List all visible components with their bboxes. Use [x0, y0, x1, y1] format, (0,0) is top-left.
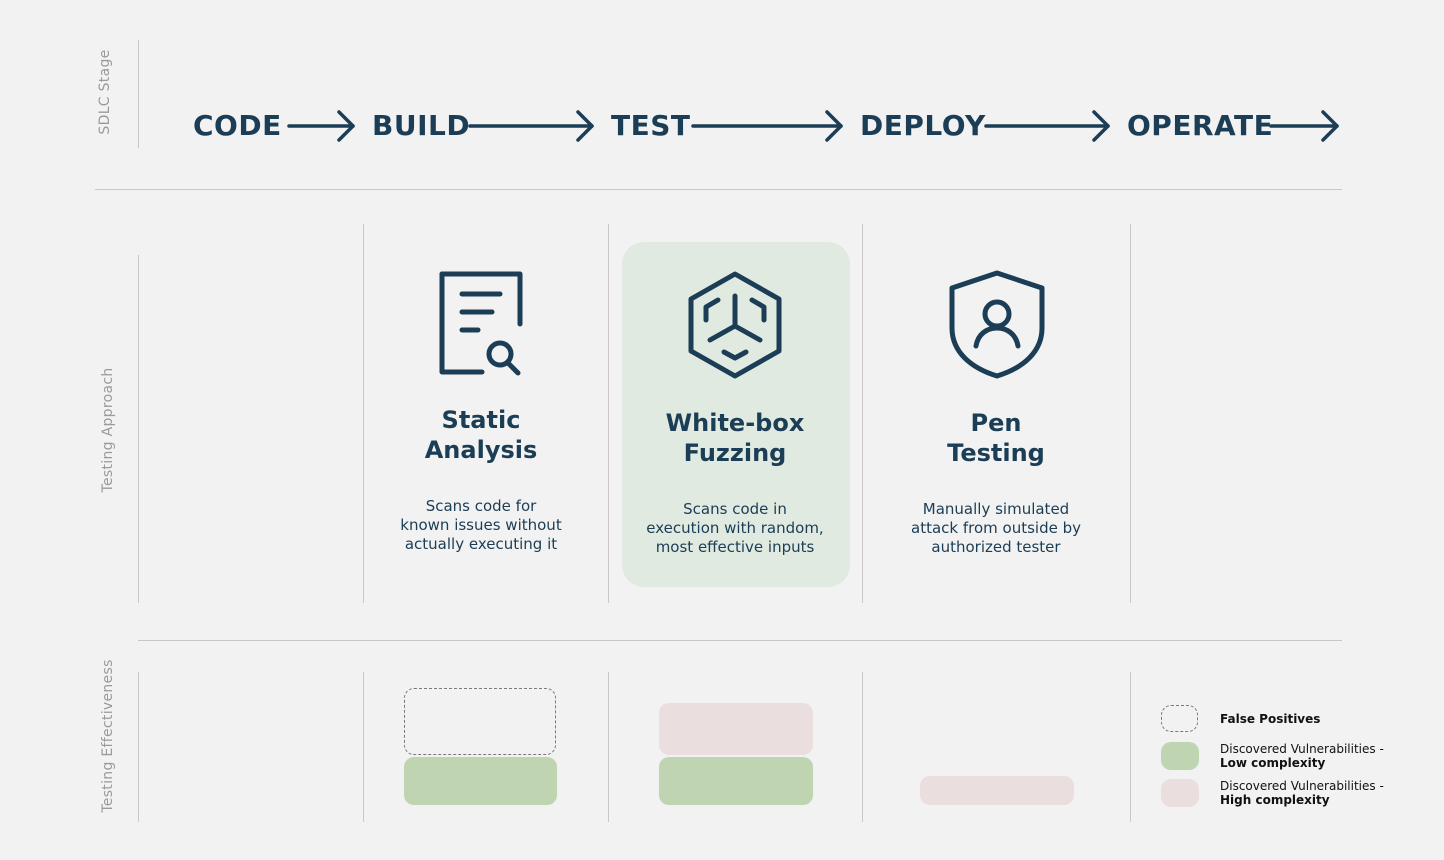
divider-effect-col-3: [862, 672, 863, 822]
legend-text-bold: High complexity: [1220, 793, 1330, 807]
approach-desc-line: Manually simulated: [922, 500, 1070, 518]
legend-swatch-low-complexity: [1161, 742, 1199, 770]
divider-effect-label: [138, 672, 139, 822]
stage-test: TEST: [611, 109, 691, 142]
approach-title-line: Testing: [947, 439, 1045, 467]
row-label-testing-effectiveness: Testing Effectiveness: [100, 659, 116, 813]
stage-build: BUILD: [372, 109, 471, 142]
approach-title-line: Analysis: [424, 436, 538, 464]
legend-swatch-high-complexity: [1161, 779, 1199, 807]
stage-deploy: DEPLOY: [860, 109, 986, 142]
approach-title-line: White-box: [665, 409, 805, 437]
approach-desc-white-box-fuzzing: Scans code in execution with random, mos…: [615, 500, 855, 557]
stage-operate: OPERATE: [1127, 109, 1274, 142]
fuzzing-low-complexity-bar: [659, 757, 813, 805]
legend-text: Discovered Vulnerabilities -: [1220, 779, 1384, 793]
legend-label-high-complexity: Discovered Vulnerabilities - High comple…: [1220, 779, 1384, 807]
legend-label-low-complexity: Discovered Vulnerabilities - Low complex…: [1220, 742, 1384, 770]
approach-title-white-box-fuzzing: White-box Fuzzing: [615, 408, 855, 468]
divider-col-3: [862, 224, 863, 603]
shield-user-icon: [949, 270, 1045, 379]
approach-title-line: Static: [441, 406, 521, 434]
row-label-sdlc-stage: SDLC Stage: [97, 49, 113, 135]
legend-text: Discovered Vulnerabilities -: [1220, 742, 1384, 756]
divider-effect-col-2: [608, 672, 609, 822]
document-search-icon: [439, 271, 523, 376]
approach-desc-line: actually executing it: [404, 535, 558, 553]
legend-text-bold: Low complexity: [1220, 756, 1326, 770]
approach-desc-line: most effective inputs: [655, 538, 815, 556]
divider-middle: [138, 640, 1342, 641]
divider-col-2: [608, 224, 609, 603]
approach-title-line: Fuzzing: [683, 439, 787, 467]
divider-effect-col-1: [363, 672, 364, 822]
divider-col-4: [1130, 224, 1131, 603]
arrow-right-icon: [468, 110, 594, 142]
approach-desc-line: execution with random,: [646, 519, 824, 537]
approach-desc-line: attack from outside by: [911, 519, 1081, 537]
divider-top: [95, 189, 1342, 190]
approach-desc-line: authorized tester: [931, 538, 1061, 556]
approach-desc-line: Scans code for: [425, 497, 537, 515]
arrow-right-icon: [287, 110, 355, 142]
approach-title-pen-testing: Pen Testing: [876, 408, 1116, 468]
arrow-right-icon: [691, 110, 843, 142]
divider-approach-label: [138, 255, 139, 603]
stage-code: CODE: [193, 109, 282, 142]
legend-text: False Positives: [1220, 712, 1321, 726]
approach-desc-pen-testing: Manually simulated attack from outside b…: [876, 500, 1116, 557]
legend-swatch-false-positives: [1161, 705, 1198, 732]
approach-desc-line: known issues without: [400, 516, 562, 534]
approach-title-static-analysis: Static Analysis: [361, 405, 601, 465]
static-analysis-false-positives-bar: [404, 688, 556, 755]
row-label-testing-approach: Testing Approach: [100, 367, 116, 493]
pen-testing-high-complexity-bar: [920, 776, 1074, 805]
approach-desc-line: Scans code in: [683, 500, 787, 518]
cube-hexagon-icon: [688, 271, 782, 379]
arrow-right-icon: [984, 110, 1110, 142]
fuzzing-high-complexity-bar: [659, 703, 813, 755]
legend-label-false-positives: False Positives: [1220, 712, 1320, 726]
divider-effect-col-4: [1130, 672, 1131, 822]
static-analysis-low-complexity-bar: [404, 757, 557, 805]
arrow-right-icon: [1269, 110, 1339, 142]
divider-col-1: [363, 224, 364, 603]
approach-title-line: Pen: [970, 409, 1022, 437]
approach-desc-static-analysis: Scans code for known issues without actu…: [361, 497, 601, 554]
divider-sdlc-label: [138, 40, 139, 148]
